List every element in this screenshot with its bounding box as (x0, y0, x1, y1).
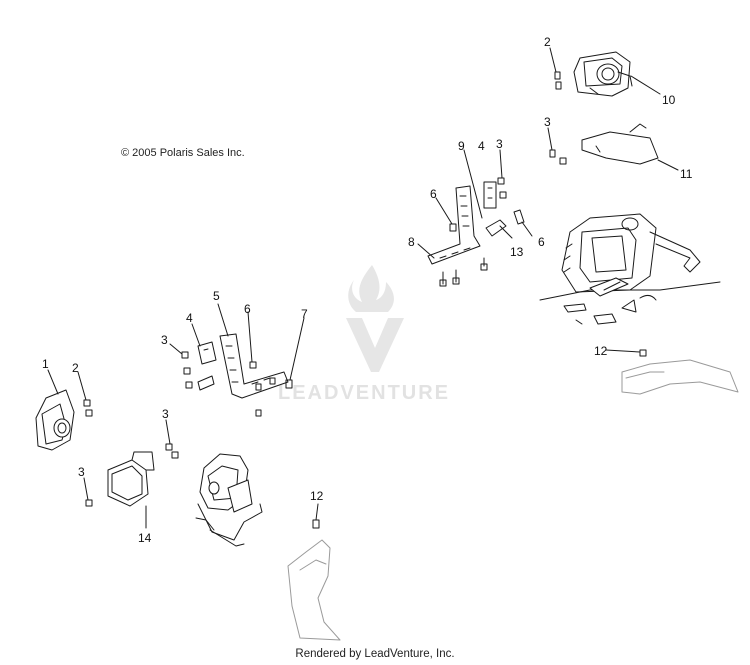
callout-3-right: 3 (496, 137, 503, 151)
watermark-v-icon (346, 318, 404, 372)
part-clamp-4-right (483, 181, 497, 209)
callout-labels: 2 10 3 11 9 4 3 6 8 13 6 12 5 4 6 7 3 1 … (42, 35, 693, 545)
part-clamp-4-center (191, 323, 217, 365)
watermark-text: LEADVENTURE (278, 382, 450, 404)
part-bracket-14 (83, 451, 155, 529)
part-headlight-pod-left (195, 453, 263, 547)
callout-7: 7 (301, 307, 308, 321)
part-screw-2-top (549, 47, 562, 90)
callout-8: 8 (408, 235, 415, 249)
watermark-flame-icon (348, 265, 394, 312)
callout-4-center: 4 (186, 311, 193, 325)
callout-5: 5 (213, 289, 220, 303)
callout-6-right-upper: 6 (430, 187, 437, 201)
callout-3-center: 3 (161, 333, 168, 347)
part-hardware-center (165, 311, 305, 459)
callout-6-right-lower: 6 (538, 235, 545, 249)
callout-9: 9 (458, 139, 465, 153)
callout-3-left-upper: 3 (162, 407, 169, 421)
copyright-text: © 2005 Polaris Sales Inc. (121, 147, 245, 159)
callout-14: 14 (138, 531, 152, 545)
callout-11: 11 (680, 167, 693, 181)
part-fender-12-left (287, 503, 341, 641)
part-bracket-11 (547, 123, 679, 171)
callout-3-left-lower: 3 (78, 465, 85, 479)
callout-2-left: 2 (72, 361, 79, 375)
callout-12-left: 12 (310, 489, 324, 503)
callout-12-right: 12 (594, 344, 608, 358)
part-headlight-housing-1 (35, 369, 93, 451)
callout-2-top: 2 (544, 35, 551, 49)
rendered-by-footer: Rendered by LeadVenture, Inc. (295, 648, 455, 660)
watermark: LEADVENTURE (278, 265, 450, 404)
part-fender-12-right (605, 349, 739, 395)
callout-6-center: 6 (244, 302, 251, 316)
part-mount-plate-5 (217, 303, 289, 399)
callout-13: 13 (510, 245, 524, 259)
part-mount-bracket-8 (417, 185, 481, 265)
callout-4-right: 4 (478, 139, 485, 153)
callout-3-top-right: 3 (544, 115, 551, 129)
part-hardware-right (435, 149, 533, 287)
part-headlight-housing-10 (573, 51, 661, 97)
part-headlight-pod-assembly (539, 213, 721, 325)
callout-1: 1 (42, 357, 49, 371)
callout-10: 10 (662, 93, 676, 107)
